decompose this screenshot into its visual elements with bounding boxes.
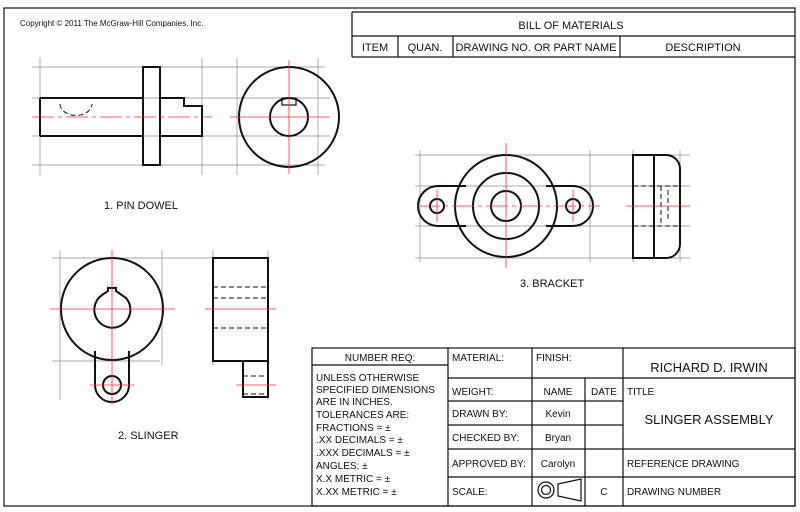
copyright-text: Copyright © 2011 The McGraw-Hill Compani… bbox=[20, 19, 203, 28]
bom-title: BILL OF MATERIALS bbox=[518, 20, 623, 32]
reference-drawing-label: REFERENCE DRAWING bbox=[627, 459, 740, 470]
bill-of-materials: BILL OF MATERIALS ITEM QUAN. DRAWING NO.… bbox=[351, 11, 795, 58]
note-line: .XXX DECIMALS = ± bbox=[316, 448, 410, 459]
company-name: RICHARD D. IRWIN bbox=[650, 360, 767, 375]
note-line: ANGLES: ± bbox=[316, 461, 368, 472]
scale-label: SCALE: bbox=[452, 487, 488, 498]
date-header: DATE bbox=[591, 387, 617, 398]
note-line: X.X METRIC = ± bbox=[316, 474, 391, 485]
checked-by-name: Bryan bbox=[545, 433, 571, 444]
bom-header-description: DESCRIPTION bbox=[665, 42, 740, 54]
note-line: ARE IN INCHES. bbox=[316, 397, 393, 408]
bom-header-item: ITEM bbox=[362, 42, 388, 54]
drawing-number-label: DRAWING NUMBER bbox=[627, 487, 721, 498]
finish-label: FINISH: bbox=[536, 353, 572, 364]
slinger-drawing bbox=[50, 250, 276, 405]
part-label-pin-dowel: 1. PIN DOWEL bbox=[104, 200, 178, 212]
note-line: X.XX METRIC = ± bbox=[316, 487, 397, 498]
checked-by-label: CHECKED BY: bbox=[452, 433, 519, 444]
note-line: SPECIFIED DIMENSIONS bbox=[316, 385, 435, 396]
bom-header-part-name: DRAWING NO. OR PART NAME bbox=[456, 42, 617, 54]
weight-label: WEIGHT: bbox=[452, 387, 494, 398]
assembly-title: SLINGER ASSEMBLY bbox=[644, 412, 773, 427]
approved-by-name: Carolyn bbox=[541, 459, 575, 470]
sheet-size: C bbox=[600, 487, 607, 498]
note-line: TOLERANCES ARE: bbox=[316, 410, 409, 421]
drawn-by-name: Kevin bbox=[545, 409, 570, 420]
name-header: NAME bbox=[544, 387, 573, 398]
bracket-drawing bbox=[415, 143, 690, 268]
approved-by-label: APPROVED BY: bbox=[452, 459, 526, 470]
drawn-by-label: DRAWN BY: bbox=[452, 409, 508, 420]
projection-symbol-icon bbox=[537, 478, 582, 502]
part-label-bracket: 3. BRACKET bbox=[520, 278, 584, 290]
note-line: UNLESS OTHERWISE bbox=[316, 373, 419, 384]
note-line: .XX DECIMALS = ± bbox=[316, 435, 403, 446]
title-block bbox=[311, 347, 796, 507]
title-label: TITLE bbox=[627, 387, 655, 398]
part-label-slinger: 2. SLINGER bbox=[118, 430, 179, 442]
number-required-label: NUMBER REQ: bbox=[345, 353, 416, 364]
pin-dowel-drawing bbox=[32, 58, 340, 175]
note-line: FRACTIONS = ± bbox=[316, 423, 391, 434]
bom-header-quantity: QUAN. bbox=[408, 42, 443, 54]
material-label: MATERIAL: bbox=[452, 353, 504, 364]
tolerance-notes: UNLESS OTHERWISE SPECIFIED DIMENSIONS AR… bbox=[316, 373, 435, 498]
